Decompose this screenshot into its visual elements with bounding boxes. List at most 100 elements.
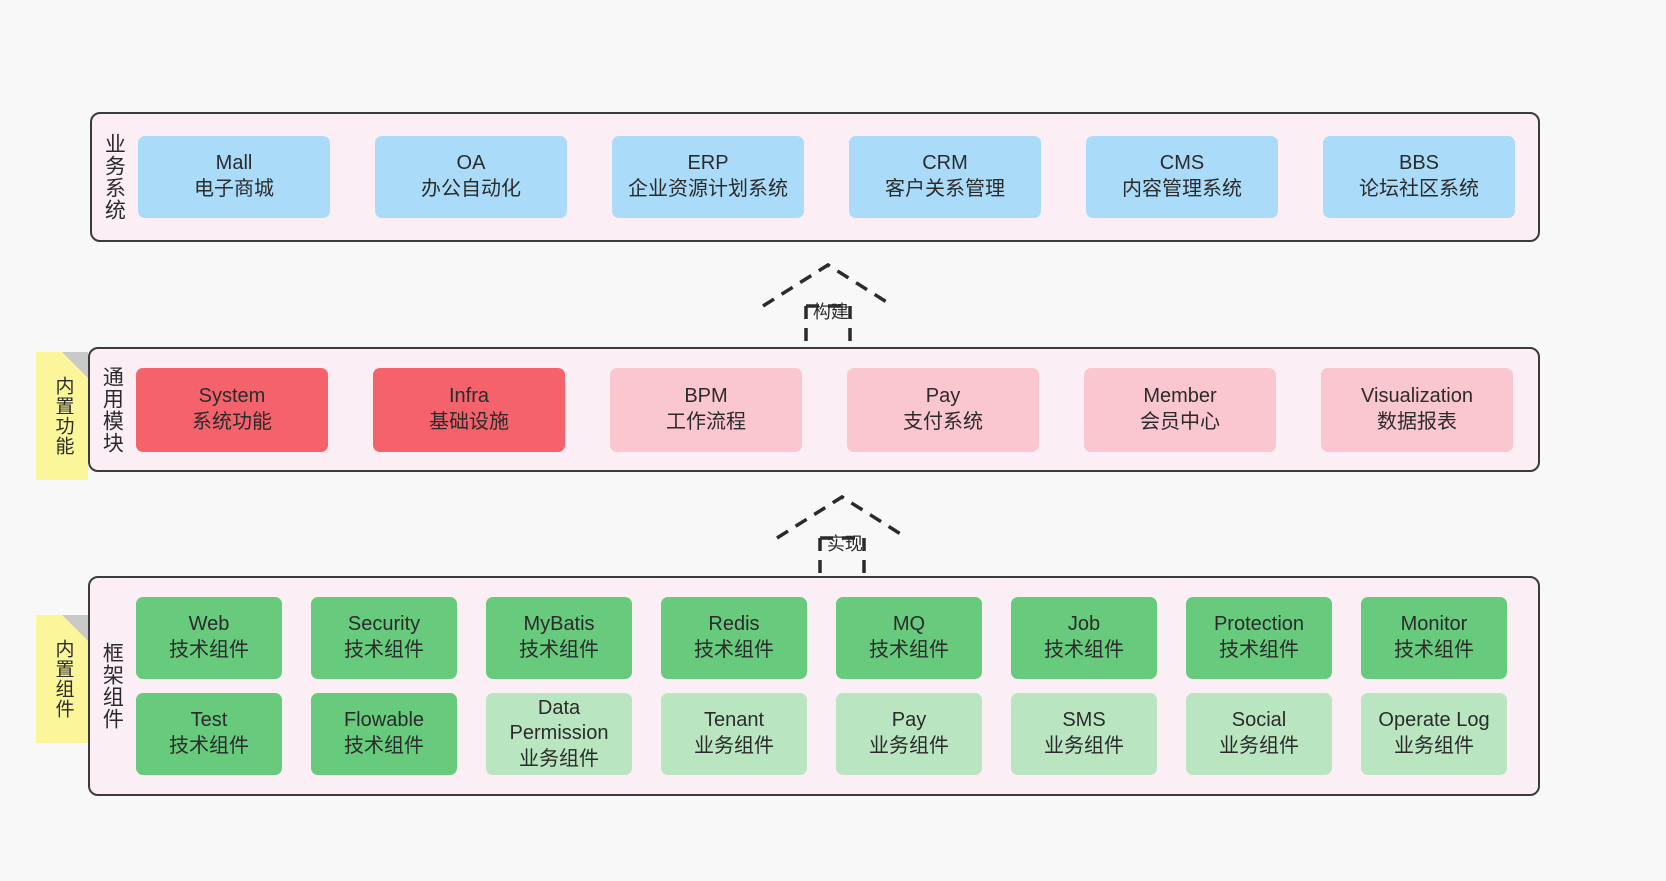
card-framework-web[interactable]: Web 技术组件: [136, 597, 282, 679]
card-subtitle: 业务组件: [1219, 735, 1299, 757]
arrow-shaft-build: [804, 306, 852, 344]
layer-business-systems-title: 业务系统: [102, 133, 126, 221]
sticky-note-builtin-components-label: 内置组件: [52, 639, 74, 719]
arrow-head-build: [762, 262, 894, 308]
card-title: BPM: [684, 384, 728, 407]
card-subtitle: 技术组件: [344, 639, 424, 661]
card-business-cms[interactable]: CMS 内容管理系统: [1086, 136, 1278, 218]
card-business-bbs[interactable]: BBS 论坛社区系统: [1323, 136, 1515, 218]
card-subtitle: 技术组件: [519, 639, 599, 661]
card-framework-protection[interactable]: Protection 技术组件: [1186, 597, 1332, 679]
card-framework-job[interactable]: Job 技术组件: [1011, 597, 1157, 679]
card-title: Operate Log: [1378, 709, 1490, 732]
card-subtitle: 技术组件: [869, 639, 949, 661]
card-subtitle: 技术组件: [169, 639, 249, 661]
card-modules-pay[interactable]: Pay 支付系统: [847, 367, 1039, 452]
card-subtitle: 业务组件: [1394, 735, 1474, 757]
card-subtitle: 系统功能: [192, 410, 272, 433]
card-subtitle: 数据报表: [1377, 410, 1457, 433]
card-title: Monitor: [1400, 613, 1468, 636]
card-subtitle: 客户关系管理: [885, 178, 1005, 200]
card-framework-test[interactable]: Test 技术组件: [136, 693, 282, 775]
card-framework-redis[interactable]: Redis 技术组件: [661, 597, 807, 679]
card-framework-sms[interactable]: SMS 业务组件: [1011, 693, 1157, 775]
card-title: Web: [188, 613, 230, 636]
card-subtitle: 电子商城: [194, 178, 274, 200]
card-title: Test: [190, 709, 228, 732]
card-title: Redis: [708, 613, 760, 636]
sticky-note-builtin-features: 内置功能: [36, 352, 88, 480]
layer-framework-components-title: 框架组件: [100, 642, 124, 730]
card-subtitle: 技术组件: [694, 639, 774, 661]
card-subtitle: 技术组件: [1219, 639, 1299, 661]
card-subtitle: 业务组件: [694, 735, 774, 757]
card-modules-system[interactable]: System 系统功能: [136, 367, 328, 452]
card-title: Visualization: [1361, 384, 1473, 407]
sticky-note-builtin-features-label: 内置功能: [52, 376, 74, 456]
card-subtitle: 技术组件: [344, 735, 424, 757]
card-framework-pay[interactable]: Pay 业务组件: [836, 693, 982, 775]
card-subtitle: 业务组件: [1044, 735, 1124, 757]
card-framework-mq[interactable]: MQ 技术组件: [836, 597, 982, 679]
card-subtitle: 办公自动化: [421, 178, 521, 200]
card-title: Infra: [448, 384, 490, 407]
layer-common-modules-title: 通用模块: [100, 365, 124, 454]
card-title: Tenant: [703, 709, 765, 732]
card-title: Flowable: [343, 709, 425, 732]
card-title: CMS: [1159, 152, 1205, 175]
card-title: Mall: [215, 152, 253, 175]
arrow-shaft-realize: [818, 538, 866, 576]
card-subtitle: 论坛社区系统: [1359, 178, 1479, 200]
card-business-crm[interactable]: CRM 客户关系管理: [849, 136, 1041, 218]
card-title: Protection: [1213, 613, 1305, 636]
card-title: Member: [1143, 384, 1217, 407]
card-title: CRM: [922, 152, 968, 175]
card-modules-visualization[interactable]: Visualization 数据报表: [1321, 367, 1513, 452]
card-business-erp[interactable]: ERP 企业资源计划系统: [612, 136, 804, 218]
card-title: System: [198, 384, 266, 407]
card-title: MQ: [892, 613, 926, 636]
card-modules-infra[interactable]: Infra 基础设施: [373, 367, 565, 452]
card-title: Pay: [925, 384, 961, 407]
card-framework-social[interactable]: Social 业务组件: [1186, 693, 1332, 775]
card-title: Job: [1067, 613, 1101, 636]
card-subtitle: 基础设施: [429, 410, 509, 433]
card-subtitle: 会员中心: [1140, 410, 1220, 433]
card-title: ERP: [687, 152, 729, 175]
card-framework-flowable[interactable]: Flowable 技术组件: [311, 693, 457, 775]
card-subtitle: 内容管理系统: [1122, 178, 1242, 200]
connector-build: 构建: [758, 260, 898, 344]
card-subtitle: 技术组件: [169, 735, 249, 757]
card-framework-security[interactable]: Security 技术组件: [311, 597, 457, 679]
card-subtitle: 技术组件: [1044, 639, 1124, 661]
card-framework-operate-log[interactable]: Operate Log 业务组件: [1361, 693, 1507, 775]
arrow-head-realize: [776, 494, 908, 540]
card-title: BBS: [1398, 152, 1440, 175]
connector-realize: 实现: [772, 492, 912, 576]
card-business-mall[interactable]: Mall 电子商城: [138, 136, 330, 218]
card-title: SMS: [1062, 709, 1106, 732]
card-title: Pay: [891, 709, 927, 732]
card-subtitle: 企业资源计划系统: [628, 178, 788, 200]
card-framework-tenant[interactable]: Tenant 业务组件: [661, 693, 807, 775]
card-modules-member[interactable]: Member 会员中心: [1084, 367, 1276, 452]
sticky-note-builtin-components: 内置组件: [36, 615, 88, 743]
card-subtitle: 业务组件: [869, 735, 949, 757]
card-title: Social: [1231, 709, 1287, 732]
connector-realize-label: 实现: [826, 534, 863, 554]
card-subtitle: 支付系统: [903, 410, 983, 433]
card-title: Security: [347, 613, 421, 636]
